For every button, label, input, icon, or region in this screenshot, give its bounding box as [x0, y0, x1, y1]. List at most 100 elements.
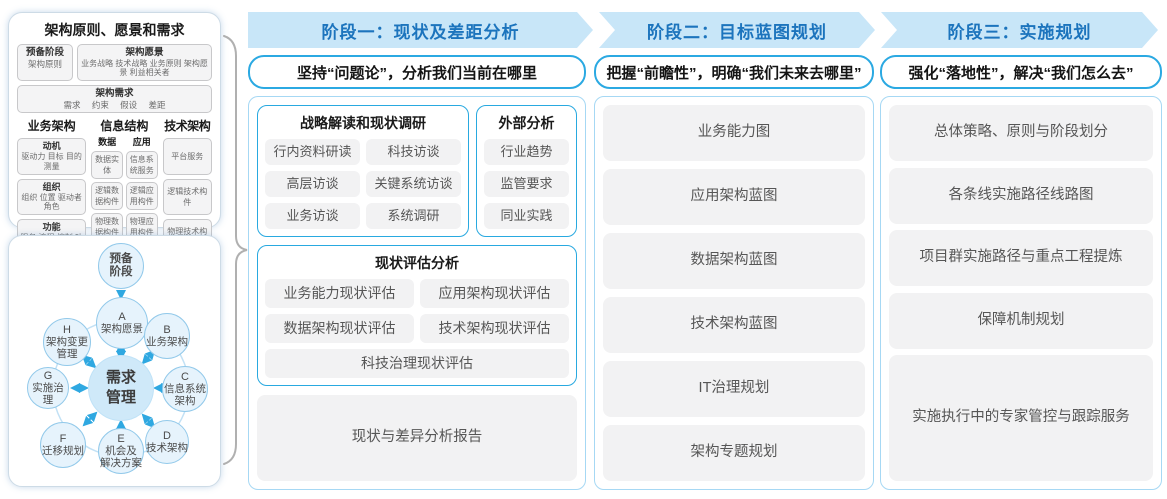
strategy-research-group: 战略解读和现状调研 行内资料研读 科技访谈 高层访谈 关键系统访谈 业务访谈 系… — [257, 105, 469, 237]
phase3-item: 总体策略、原则与阶段划分 — [889, 105, 1153, 161]
node-letter: F — [59, 432, 67, 445]
assessment-analysis-group: 现状评估分析 业务能力现状评估 应用架构现状评估 数据架构现状评估 技术架构现状… — [257, 245, 577, 386]
assessment-item: 技术架构现状评估 — [420, 314, 569, 343]
phase1-header-label: 阶段一：现状及差距分析 — [321, 22, 520, 42]
information-column-header: 信息结构 — [100, 119, 149, 134]
assessment-item: 应用架构现状评估 — [420, 279, 569, 308]
adm-cycle-panel: 预备 阶段 A 架构愿景 B 业务架构 C 信息系统 架构 D 技术架构 E 机… — [8, 235, 221, 487]
architecture-content-panel: 架构原则、愿景和需求 预备阶段 架构原则 架构愿景 业务战略 技术战略 业务原则… — [8, 12, 221, 299]
node-label: 技术架构 — [146, 442, 188, 455]
node-letter: C — [181, 370, 189, 383]
brace-connector-icon — [223, 35, 248, 465]
requirements-title: 架构需求 — [95, 88, 134, 100]
phase2-container: 业务能力图 应用架构蓝图 数据架构蓝图 技术架构蓝图 IT治理规划 架构专题规划 — [594, 96, 874, 490]
assessment-item: 数据架构现状评估 — [265, 314, 414, 343]
phase3-subtitle-label: 强化“落地性”，解决“我们怎么去” — [908, 64, 1134, 82]
external-item: 监管要求 — [484, 171, 569, 197]
vision-sub: 业务战略 技术战略 业务原则 架构愿景 利益相关者 — [81, 58, 208, 78]
data-subheader: 数据 — [98, 137, 117, 148]
prep-phase-box: 预备阶段 架构原则 — [17, 44, 73, 82]
cycle-node-c: C 信息系统 架构 — [162, 366, 208, 412]
phase1-banner: 阶段一：现状及差距分析 — [248, 12, 593, 48]
phase1-subtitle: 坚持“问题论”，分析我们当前在哪里 — [248, 55, 586, 89]
node-letter: B — [163, 323, 171, 336]
business-column-header: 业务架构 — [27, 119, 76, 134]
node-label: 架构变更 管理 — [46, 336, 88, 361]
phase1-container: 战略解读和现状调研 行内资料研读 科技访谈 高层访谈 关键系统访谈 业务访谈 系… — [248, 96, 586, 490]
technology-item: 逻辑技术构件 — [162, 178, 212, 215]
cycle-node-a: A 架构愿景 — [96, 297, 148, 349]
node-label: 信息系统 架构 — [164, 383, 206, 408]
data-item: 数据实体 — [91, 151, 123, 180]
requirements-sub: 需求 约束 假设 差距 — [63, 99, 166, 110]
phase2-subtitle: 把握“前瞻性”，明确“我们未来去哪里” — [594, 55, 874, 89]
node-letter: G — [43, 369, 53, 382]
application-item: 信息系统服务 — [125, 151, 158, 180]
phase3-header-label: 阶段三：实施规划 — [947, 22, 1092, 42]
phase2-banner: 阶段二：目标蓝图规划 — [599, 12, 875, 48]
external-analysis-group: 外部分析 行业趋势 监管要求 同业实践 — [476, 105, 577, 237]
phase3-item: 项目群实施路径与重点工程提炼 — [889, 230, 1153, 286]
cycle-node-b: B 业务架构 — [144, 313, 190, 359]
cycle-node-g: G 实施治理 — [27, 367, 69, 409]
assessment-item: 科技治理现状评估 — [265, 349, 569, 378]
strategy-research-items: 行内资料研读 科技访谈 高层访谈 关键系统访谈 业务访谈 系统调研 — [265, 139, 461, 229]
organization-sub: 组织 位置 驱动者 角色 — [21, 192, 82, 212]
double-arrow-icon — [82, 411, 98, 427]
function-title: 功能 — [42, 222, 61, 232]
assessment-items: 业务能力现状评估 应用架构现状评估 数据架构现状评估 技术架构现状评估 科技治理… — [265, 279, 569, 378]
phase2-subtitle-label: 把握“前瞻性”，明确“我们未来去哪里” — [606, 64, 862, 82]
assessment-title: 现状评估分析 — [375, 255, 459, 271]
phase3-item: 各条线实施路径线路图 — [889, 167, 1153, 224]
vision-title: 架构愿景 — [125, 47, 164, 58]
external-analysis-title: 外部分析 — [498, 115, 555, 131]
center-circle-label: 需求 管理 — [105, 368, 136, 406]
architecture-vision-box: 架构愿景 业务战略 技术战略 业务原则 架构愿景 利益相关者 — [77, 44, 212, 82]
assessment-item: 业务能力现状评估 — [265, 279, 414, 308]
gap-analysis-report-box: 现状与差异分析报告 — [257, 395, 577, 481]
node-letter: E — [117, 432, 125, 445]
research-item: 行内资料研读 — [265, 139, 360, 165]
motivation-sub: 驱动力 目标 目的 测量 — [21, 152, 82, 171]
phase2-item: 技术架构蓝图 — [603, 297, 865, 353]
cycle-node-d: D 技术架构 — [145, 420, 189, 464]
phase3-container: 总体策略、原则与阶段划分 各条线实施路径线路图 项目群实施路径与重点工程提炼 保… — [880, 96, 1162, 490]
architecture-requirements-box: 架构需求 需求 约束 假设 差距 — [17, 85, 212, 114]
prep-circle-label: 预备 阶段 — [109, 252, 133, 278]
phase2-header-label: 阶段二：目标蓝图规划 — [647, 22, 827, 42]
phase3-banner: 阶段三：实施规划 — [881, 12, 1158, 48]
application-subheader: 应用 — [132, 137, 151, 148]
organization-title: 组织 — [42, 181, 61, 192]
node-label: 架构愿景 — [101, 323, 143, 336]
node-label: 机会及 解决方案 — [100, 445, 142, 470]
phase2-item: IT治理规划 — [603, 361, 865, 417]
technology-column-header: 技术架构 — [164, 119, 211, 134]
phase1-subtitle-label: 坚持“问题论”，分析我们当前在哪里 — [296, 64, 537, 82]
cycle-node-e: E 机会及 解决方案 — [98, 428, 144, 474]
prep-phase-circle: 预备 阶段 — [98, 243, 144, 289]
phase2-item: 架构专题规划 — [603, 425, 865, 481]
motivation-title: 动机 — [42, 141, 61, 152]
prep-phase-sub: 架构原则 — [27, 58, 62, 69]
external-item: 行业趋势 — [484, 139, 569, 165]
phase3-subtitle: 强化“落地性”，解决“我们怎么去” — [880, 55, 1162, 89]
data-item: 逻辑数据构件 — [91, 182, 123, 211]
node-letter: H — [63, 323, 71, 336]
node-label: 迁移规划 — [42, 445, 84, 458]
phase3-item: 实施执行中的专家管控与跟踪服务 — [889, 355, 1153, 481]
node-letter: A — [118, 310, 126, 323]
node-letter: D — [163, 429, 171, 442]
research-item: 系统调研 — [366, 203, 461, 229]
node-label: 业务架构 — [146, 336, 188, 349]
research-item: 业务访谈 — [265, 203, 360, 229]
phase3-item: 保障机制规划 — [889, 292, 1153, 349]
application-item: 逻辑应用构件 — [125, 182, 158, 211]
requirements-management-circle: 需求 管理 — [88, 355, 154, 421]
phase2-item: 业务能力图 — [603, 105, 865, 161]
cycle-node-f: F 迁移规划 — [40, 422, 86, 468]
research-item: 关键系统访谈 — [366, 171, 461, 197]
research-item: 高层访谈 — [265, 171, 360, 197]
prep-phase-title: 预备阶段 — [25, 47, 64, 58]
prep-vision-row: 预备阶段 架构原则 架构愿景 业务战略 技术战略 业务原则 架构愿景 利益相关者 — [17, 44, 212, 82]
